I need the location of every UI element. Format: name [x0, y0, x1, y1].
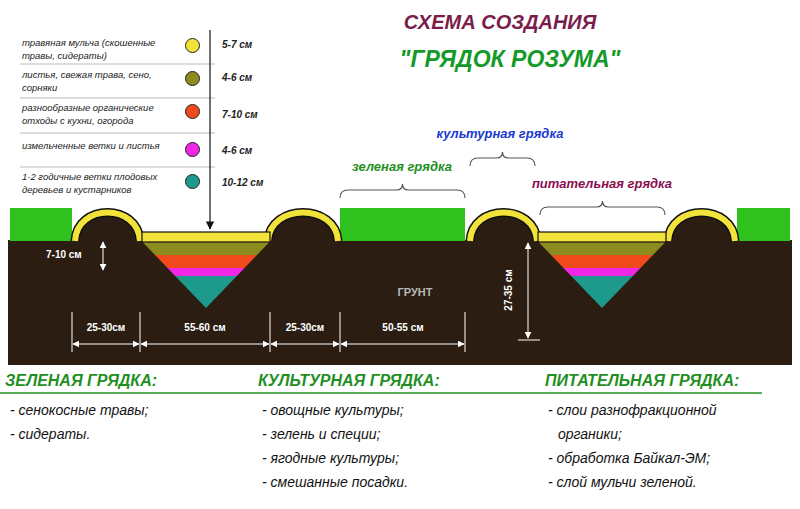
layer: [155, 255, 257, 268]
section-heading: ПИТАТЕЛЬНАЯ ГРЯДКА:: [545, 371, 739, 390]
dimension-label: 7-10 см: [44, 249, 84, 261]
dimension-line: [141, 344, 269, 345]
dimension-label: 25-30см: [284, 322, 327, 334]
dimension-label: 55-60 см: [182, 322, 227, 334]
legend-swatch: [185, 104, 200, 119]
dimension-label: 50-55 см: [380, 322, 425, 334]
dimension-label: 27-35 см: [503, 267, 515, 312]
list-item: - овощные культуры;: [262, 398, 404, 422]
soil: [8, 240, 792, 365]
list-item: - смешанные посадки.: [262, 470, 408, 494]
mound: [470, 213, 537, 242]
table-rule: [20, 98, 215, 99]
dimension-tick: [72, 312, 73, 352]
layer: [564, 268, 641, 276]
text-label: культурная грядка: [437, 126, 564, 142]
green-bed: [10, 208, 72, 241]
section-heading: ЗЕЛЕНАЯ ГРЯДКА:: [5, 371, 157, 390]
text-label: зеленая грядка: [352, 159, 452, 175]
legend-swatch: [185, 174, 200, 189]
legend-swatch: [185, 71, 200, 86]
dimension-label: 25-30см: [85, 322, 128, 334]
green-bed: [737, 208, 790, 241]
text-label: "ГРЯДОК РОЗУМА": [400, 46, 621, 74]
list-item: - слои разнофракционной органики;: [548, 398, 783, 446]
heading-rule: [0, 392, 762, 393]
dimension-line: [103, 242, 104, 270]
layer-thickness: 5-7 см: [222, 39, 252, 51]
mulch-layer: [538, 232, 666, 242]
list-item: - сенокосные травы;: [10, 398, 148, 422]
layer: [551, 255, 653, 268]
bracket: [470, 152, 535, 166]
legend-text: листья, свежая трава, сено, сорняки: [22, 68, 180, 94]
dimension-tick: [465, 312, 466, 352]
mulch-layer: [142, 232, 270, 242]
layer: [539, 242, 666, 255]
dimension-line: [73, 344, 139, 345]
layer: [168, 268, 245, 276]
list-item: - зелень и специи;: [262, 422, 381, 446]
table-rule: [20, 133, 215, 134]
legend-text: травяная мульча (скошенные травы, сидера…: [22, 36, 180, 62]
dimension-tick: [340, 312, 341, 352]
legend-text: разнообразные органические отходы с кухн…: [22, 101, 180, 127]
mound: [668, 213, 735, 242]
dimension-line: [271, 344, 339, 345]
layer: [571, 276, 633, 308]
mound-mulch: [470, 213, 537, 242]
table-rule: [20, 167, 215, 168]
mound-mulch: [668, 213, 735, 242]
mound-mulch: [75, 213, 140, 242]
layer: [143, 242, 270, 255]
diagram-title: СХЕМА СОЗДАНИЯ: [404, 10, 597, 34]
dimension-line: [528, 243, 529, 338]
legend-text: 1-2 годичные ветки плодовых деревьев и к…: [22, 170, 180, 196]
dimension-tick: [140, 312, 141, 352]
list-item: - слой мульчи зеленой.: [548, 470, 697, 494]
green-bed: [340, 208, 465, 241]
bracket: [340, 184, 465, 198]
layer: [175, 276, 237, 308]
layer-thickness: 7-10 см: [222, 109, 258, 121]
mound: [75, 213, 140, 242]
list-item: - сидераты.: [10, 422, 90, 446]
text-label: питательная грядка: [532, 176, 672, 192]
legend-swatch: [185, 142, 200, 157]
mound-mulch: [268, 213, 338, 242]
mound: [268, 213, 338, 242]
layer-thickness: 4-6 см: [222, 145, 252, 157]
text-label: ГРУНТ: [398, 286, 433, 299]
list-item: - обработка Байкал-ЭМ;: [548, 446, 710, 470]
pointer-arrow: [209, 30, 210, 229]
list-item: - ягодные культуры;: [262, 446, 399, 470]
dimension-tick: [518, 340, 540, 341]
dimension-tick: [270, 312, 271, 352]
dimension-line: [341, 344, 464, 345]
legend-swatch: [185, 38, 200, 53]
table-rule: [20, 64, 215, 65]
layer-thickness: 10-12 см: [222, 177, 263, 189]
section-heading: КУЛЬТУРНАЯ ГРЯДКА:: [258, 371, 440, 390]
legend-text: измельченные ветки и листья: [22, 139, 180, 152]
bracket: [540, 201, 665, 215]
layer-thickness: 4-6 см: [222, 72, 252, 84]
